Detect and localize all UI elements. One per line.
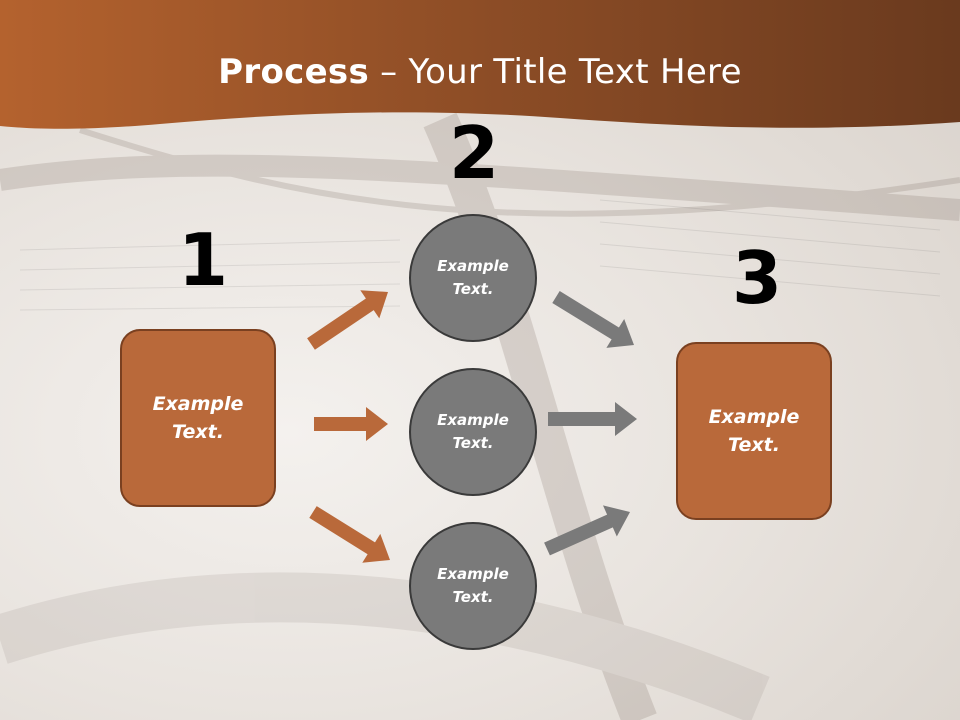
slide-title: Process – Your Title Text Here — [0, 52, 960, 92]
arrow-from-circle-middle — [548, 402, 637, 436]
title-bold: Process — [218, 52, 370, 92]
circle-top: Example Text. — [409, 214, 537, 342]
arrow-from-circle-top — [552, 291, 634, 348]
circle-bottom-text: Example Text. — [437, 564, 509, 606]
circle-middle: Example Text. — [409, 368, 537, 496]
step-number-2: 2 — [449, 111, 500, 195]
step-number-3: 3 — [732, 236, 783, 320]
header-band — [0, 0, 960, 129]
step-1-box: Example Text. — [120, 329, 276, 507]
step-3-text: Example Text. — [708, 405, 800, 457]
step-3-box: Example Text. — [676, 342, 832, 520]
step-1-text: Example Text. — [152, 392, 244, 444]
circle-top-text: Example Text. — [437, 256, 509, 298]
title-rest: – Your Title Text Here — [369, 52, 742, 92]
arrow-to-circle-bottom — [309, 506, 390, 563]
arrow-to-circle-middle — [314, 407, 388, 441]
circle-middle-text: Example Text. — [437, 410, 509, 452]
step-number-1: 1 — [178, 218, 229, 302]
arrow-from-circle-bottom — [544, 505, 630, 556]
arrow-to-circle-top — [307, 290, 388, 350]
circle-bottom: Example Text. — [409, 522, 537, 650]
